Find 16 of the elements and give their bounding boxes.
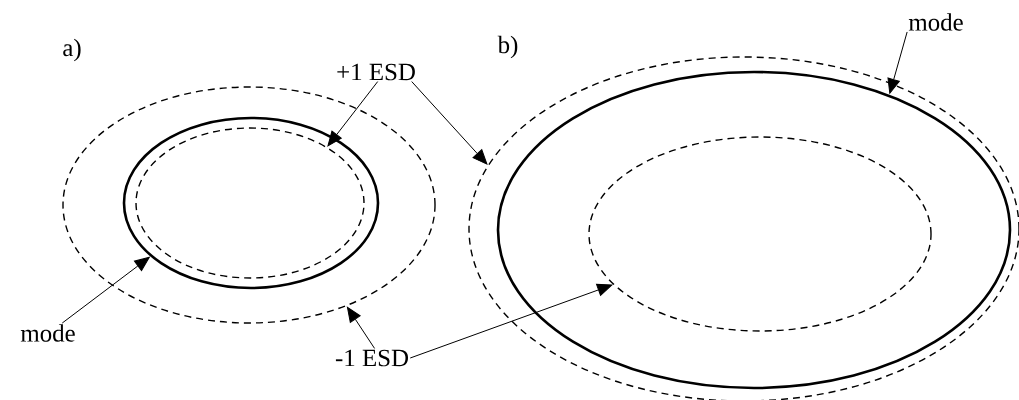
- solid-ellipse: [122, 116, 380, 290]
- panel-label: b): [497, 35, 518, 59]
- annotation-label: mode: [908, 13, 963, 31]
- leader-arrow: [409, 283, 613, 359]
- annotation-label: mode: [20, 324, 75, 342]
- leader-arrow: [61, 256, 150, 324]
- leader-arrow: [411, 81, 488, 165]
- leader-arrow: [887, 31, 908, 94]
- annotation-label: +1 ESD: [337, 63, 415, 81]
- leader-arrow: [327, 81, 379, 147]
- dashed-ellipse: [62, 86, 436, 324]
- dashed-ellipse: [135, 127, 365, 279]
- annotation-label: -1 ESD: [335, 349, 408, 367]
- leader-arrow: [346, 306, 376, 349]
- panel-label: a): [63, 38, 81, 62]
- dashed-ellipse: [588, 136, 932, 332]
